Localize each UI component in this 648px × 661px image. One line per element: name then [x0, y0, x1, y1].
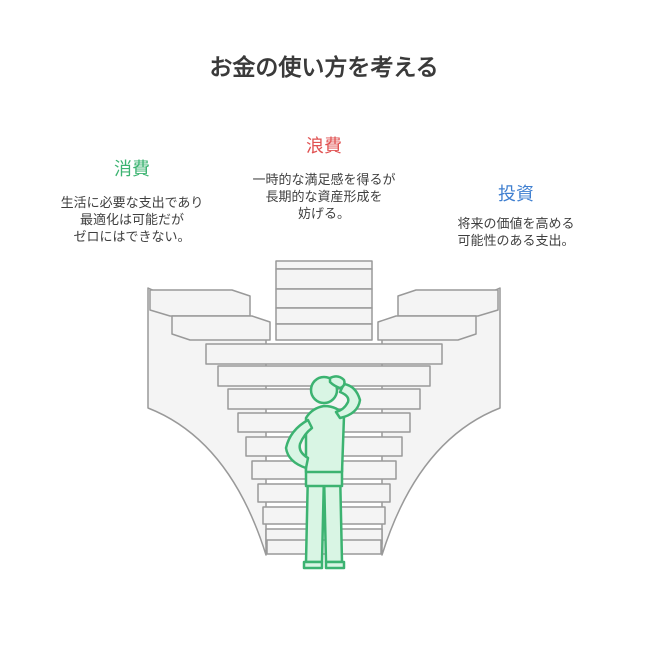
left-step-1	[149, 289, 251, 317]
investment-line-2: 可能性のある支出。	[457, 234, 575, 249]
person-hand	[328, 375, 346, 390]
person-right-arm	[334, 382, 362, 420]
consumption-description: 生活に必要な支出であり 最適化は可能だが ゼロにはできない。	[32, 195, 232, 246]
page-title: お金の使い方を考える	[209, 55, 439, 81]
waste-label: 浪費	[306, 136, 342, 157]
waste-line-3: 妨げる。	[297, 207, 350, 222]
waste-line-2: 長期的な資産形成を	[265, 190, 383, 205]
funnel-step-1	[205, 343, 443, 365]
center-block-3	[275, 288, 373, 309]
person-left-foot	[302, 560, 324, 570]
center-block-1	[275, 260, 373, 270]
right-step-2	[377, 315, 477, 341]
investment-line-1: 将来の価値を高める	[457, 217, 575, 232]
funnel-step-10	[266, 539, 382, 555]
person-left-arm	[284, 418, 314, 470]
consumption-line-3: ゼロにはできない。	[73, 230, 191, 245]
consumption-label: 消費	[114, 159, 150, 180]
center-block-5	[275, 323, 373, 341]
right-step-1	[397, 289, 499, 317]
center-block-2	[275, 268, 373, 290]
consumption-line-1: 生活に必要な支出であり	[60, 196, 204, 211]
left-step-2	[171, 315, 271, 341]
center-block-4	[275, 307, 373, 325]
investment-description: 将来の価値を高める 可能性のある支出。	[416, 216, 616, 250]
waste-description: 一時的な満足感を得るが 長期的な資産形成を 妨げる。	[224, 172, 424, 223]
waste-line-1: 一時的な満足感を得るが	[252, 173, 396, 188]
investment-label: 投資	[498, 184, 534, 205]
consumption-line-2: 最適化は可能だが	[79, 213, 184, 228]
person-right-foot	[324, 560, 346, 570]
thinking-person-icon	[284, 375, 362, 570]
